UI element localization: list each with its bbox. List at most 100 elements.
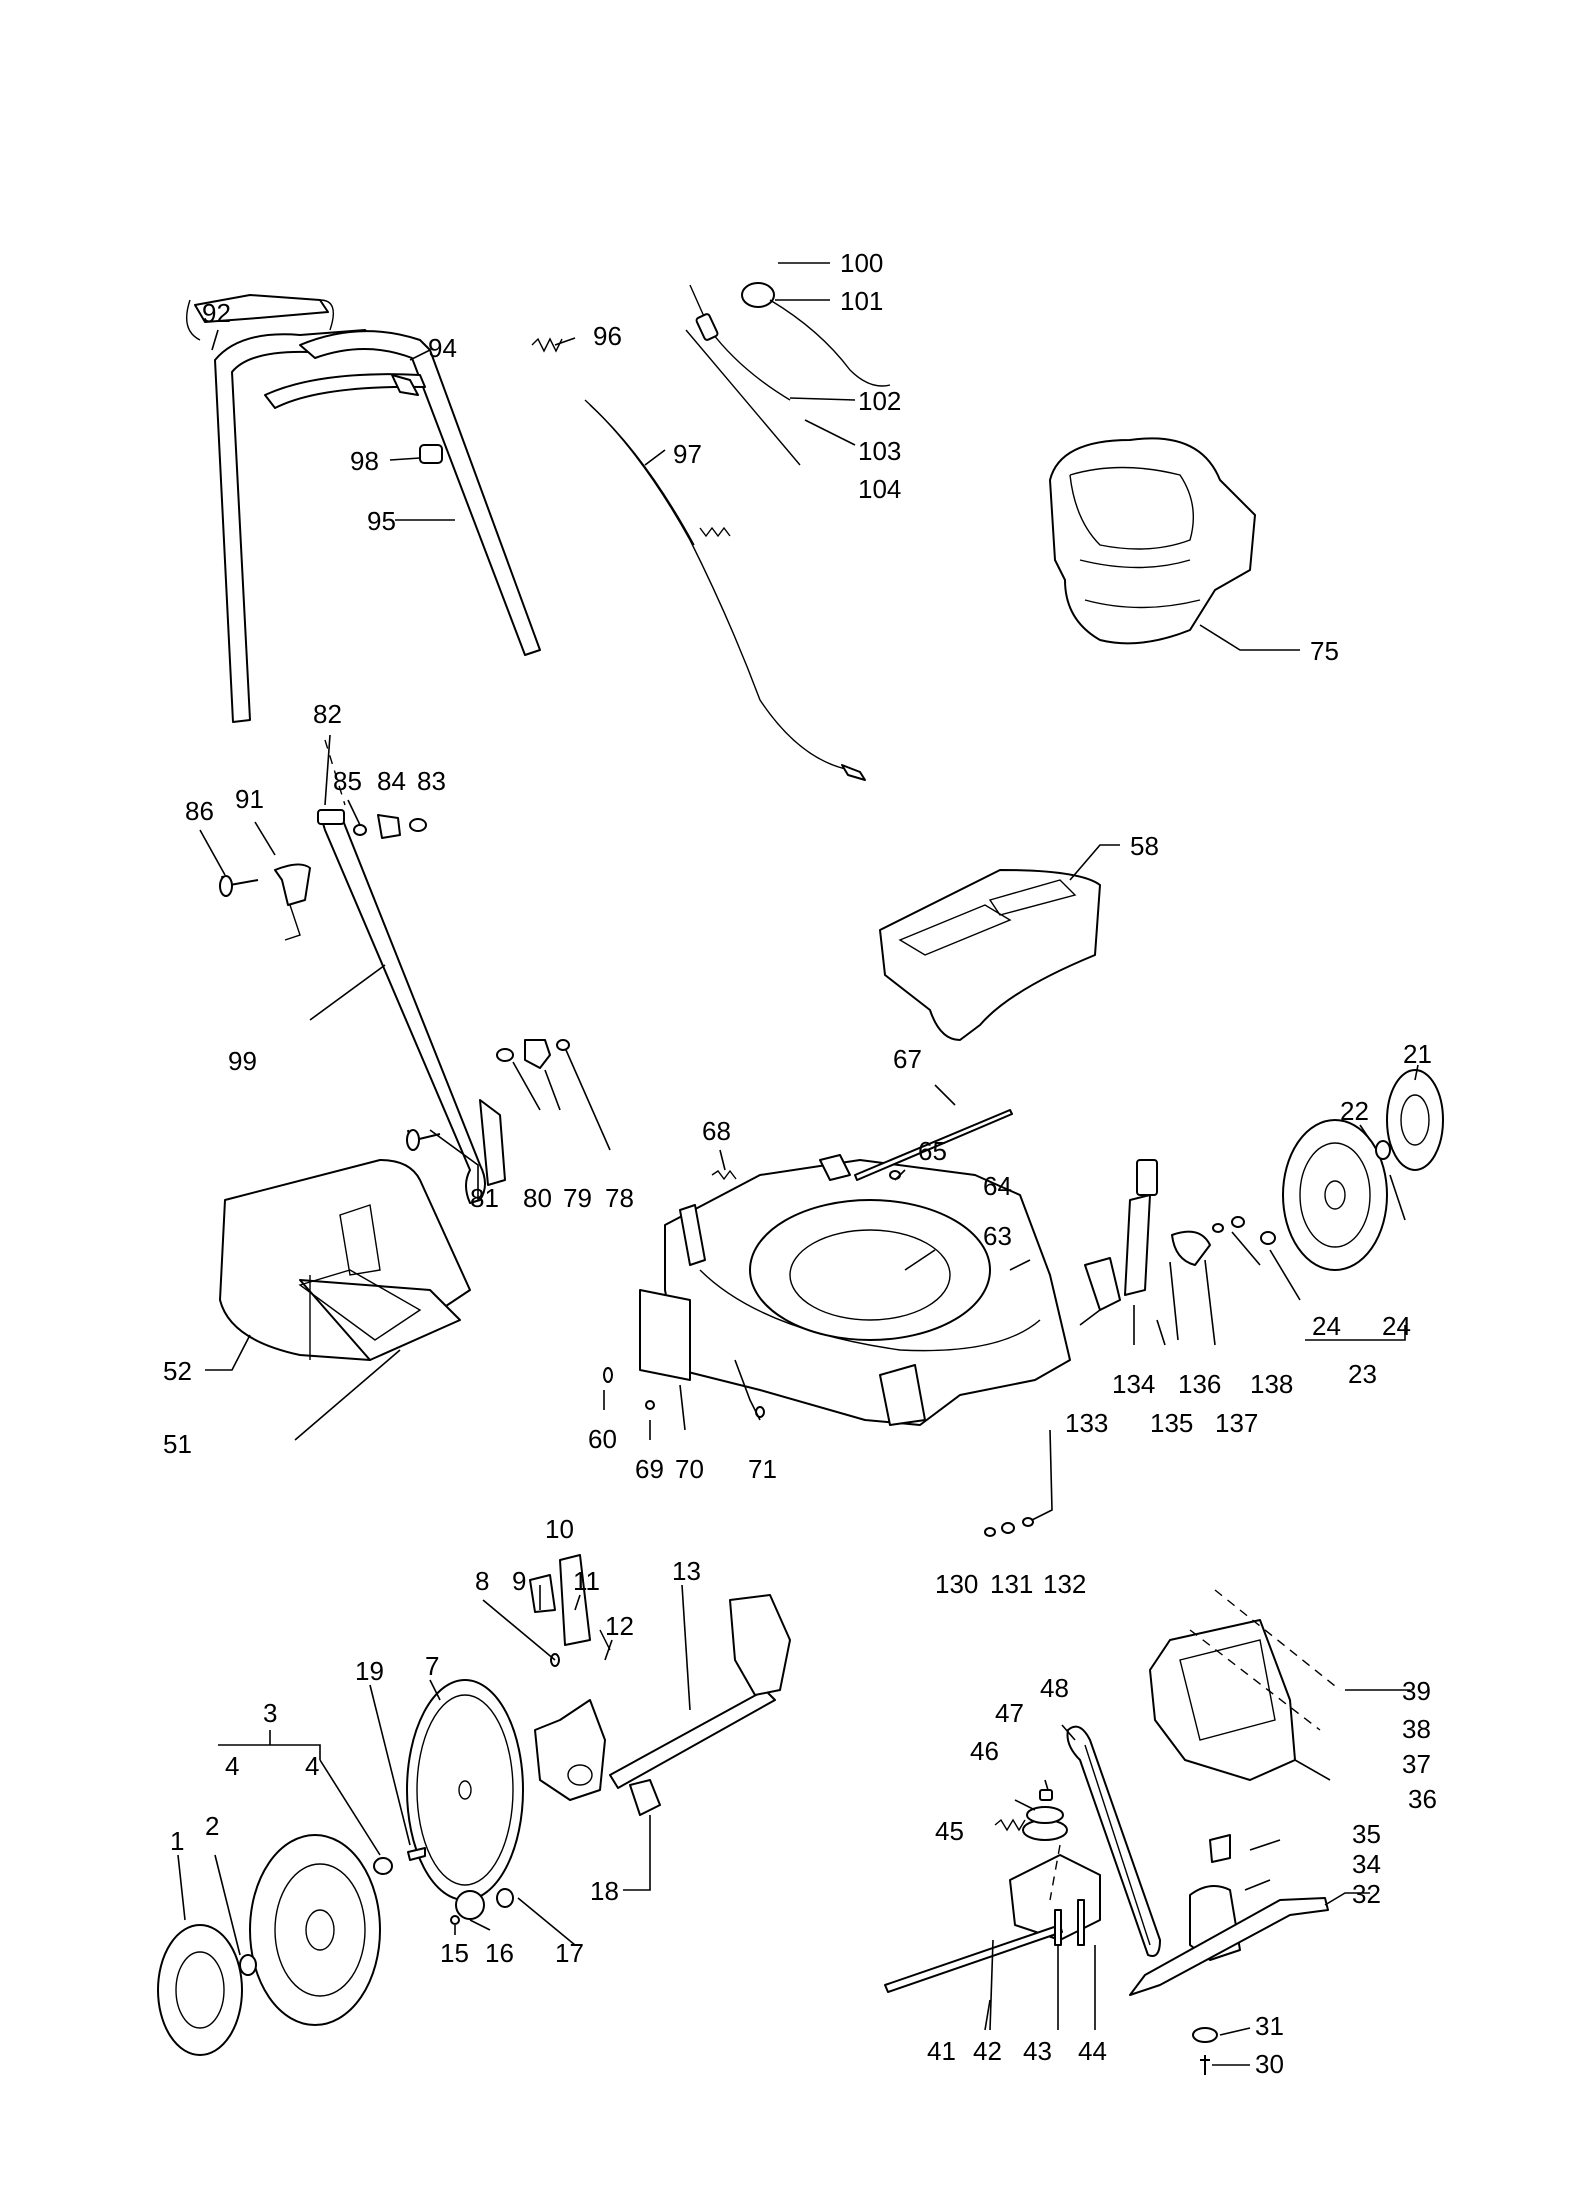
label-4b: 4 (305, 1751, 319, 1781)
label-85: 85 (333, 766, 362, 796)
label-48: 48 (1040, 1673, 1069, 1703)
label-100: 100 (840, 248, 883, 278)
label-81: 81 (470, 1183, 499, 1213)
assembly-dashed-lines (324, 739, 1061, 1901)
label-52: 52 (163, 1356, 192, 1386)
label-35: 35 (1352, 1819, 1381, 1849)
pinion-parts (407, 1847, 514, 1925)
label-133: 133 (1065, 1408, 1108, 1438)
label-2: 2 (205, 1811, 219, 1841)
lower-handle (317, 809, 506, 1204)
label-21: 21 (1403, 1039, 1432, 1069)
label-71: 71 (748, 1454, 777, 1484)
label-46: 46 (970, 1736, 999, 1766)
label-8: 8 (475, 1566, 489, 1596)
label-34: 34 (1352, 1849, 1381, 1879)
label-31: 31 (1255, 2011, 1284, 2041)
label-83: 83 (417, 766, 446, 796)
label-42: 42 (973, 2036, 1002, 2066)
label-69: 69 (635, 1454, 664, 1484)
label-24a: 24 (1312, 1311, 1341, 1341)
rear-cover (879, 869, 1101, 1041)
label-24b: 24 (1382, 1311, 1411, 1341)
label-94: 94 (428, 333, 457, 363)
label-30: 30 (1255, 2049, 1284, 2079)
label-16: 16 (485, 1938, 514, 1968)
label-97: 97 (673, 439, 702, 469)
label-37: 37 (1402, 1749, 1431, 1779)
grass-catcher (219, 1159, 471, 1361)
label-39: 39 (1402, 1676, 1431, 1706)
label-135: 135 (1150, 1408, 1193, 1438)
label-75: 75 (1310, 636, 1339, 666)
label-12: 12 (605, 1611, 634, 1641)
leader-lines (177, 262, 1419, 2066)
mower-deck (639, 1154, 1071, 1426)
label-134: 134 (1112, 1369, 1155, 1399)
label-60: 60 (588, 1424, 617, 1454)
label-98: 98 (350, 446, 379, 476)
label-95: 95 (367, 506, 396, 536)
engine (1049, 437, 1256, 645)
label-130: 130 (935, 1569, 978, 1599)
height-adjuster (1084, 1159, 1245, 1311)
deck-washers (984, 1517, 1034, 1537)
label-84: 84 (377, 766, 406, 796)
label-3: 3 (263, 1698, 277, 1728)
label-45: 45 (935, 1816, 964, 1846)
label-78: 78 (605, 1183, 634, 1213)
gearbox-assembly (884, 1725, 1161, 1993)
drive-gear (406, 1679, 524, 1901)
label-9: 9 (512, 1566, 526, 1596)
label-132: 132 (1043, 1569, 1086, 1599)
axle-rod (854, 1109, 1013, 1181)
label-82: 82 (313, 699, 342, 729)
label-79: 79 (563, 1183, 592, 1213)
part-number-labels: 100 101 102 103 104 96 97 92 94 98 95 75… (163, 248, 1437, 2079)
label-47: 47 (995, 1698, 1024, 1728)
label-51: 51 (163, 1429, 192, 1459)
label-19: 19 (355, 1656, 384, 1686)
label-138: 138 (1250, 1369, 1293, 1399)
label-86: 86 (185, 796, 214, 826)
label-64: 64 (983, 1171, 1012, 1201)
label-43: 43 (1023, 2036, 1052, 2066)
label-96: 96 (593, 321, 622, 351)
label-1: 1 (170, 1826, 184, 1856)
label-92: 92 (202, 298, 231, 328)
label-17: 17 (555, 1938, 584, 1968)
label-10: 10 (545, 1514, 574, 1544)
front-axle-bracket (529, 1554, 791, 1816)
label-22: 22 (1340, 1096, 1369, 1126)
label-101: 101 (840, 286, 883, 316)
label-67: 67 (893, 1044, 922, 1074)
label-103: 103 (858, 436, 901, 466)
label-104: 104 (858, 474, 901, 504)
label-137: 137 (1215, 1408, 1258, 1438)
label-32: 32 (1352, 1879, 1381, 1909)
label-7: 7 (425, 1651, 439, 1681)
upper-handle (186, 294, 541, 723)
label-4a: 4 (225, 1751, 239, 1781)
label-18: 18 (590, 1876, 619, 1906)
label-136: 136 (1178, 1369, 1221, 1399)
label-63: 63 (983, 1221, 1012, 1251)
label-99: 99 (228, 1046, 257, 1076)
label-44: 44 (1078, 2036, 1107, 2066)
label-23: 23 (1348, 1359, 1377, 1389)
label-91: 91 (235, 784, 264, 814)
label-102: 102 (858, 386, 901, 416)
label-65: 65 (918, 1136, 947, 1166)
label-70: 70 (675, 1454, 704, 1484)
label-41: 41 (927, 2036, 956, 2066)
front-wheel-assembly (157, 1834, 393, 2056)
handle-fittings (391, 374, 443, 464)
label-80: 80 (523, 1183, 552, 1213)
label-131: 131 (990, 1569, 1033, 1599)
label-13: 13 (672, 1556, 701, 1586)
label-36: 36 (1408, 1784, 1437, 1814)
label-38: 38 (1402, 1714, 1431, 1744)
throttle-control (685, 282, 891, 466)
label-15: 15 (440, 1938, 469, 1968)
